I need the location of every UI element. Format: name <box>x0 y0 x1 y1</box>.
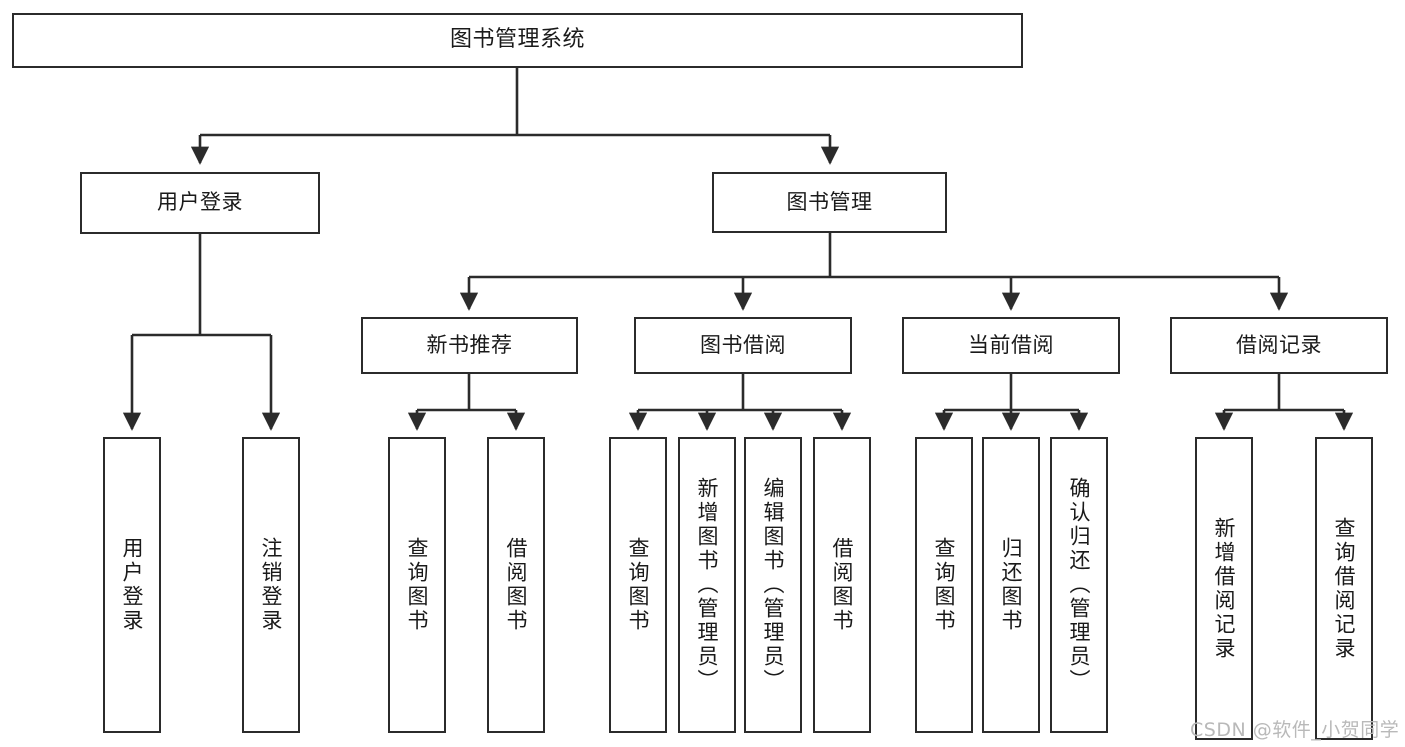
node-leaf-query-book-3[interactable]: 查询图书 <box>915 437 973 733</box>
node-book-borrow[interactable]: 图书借阅 <box>634 317 852 374</box>
node-current-borrow-label: 当前借阅 <box>968 332 1054 357</box>
node-leaf-confirm-return-label: 确认归还（管理员） <box>1067 477 1092 693</box>
node-leaf-edit-book-label: 编辑图书（管理员） <box>761 477 786 693</box>
node-leaf-borrow-book-1-label: 借阅图书 <box>504 537 529 633</box>
node-root[interactable]: 图书管理系统 <box>12 13 1023 68</box>
node-book-manage[interactable]: 图书管理 <box>712 172 947 233</box>
node-leaf-add-book-label: 新增图书（管理员） <box>695 477 720 693</box>
node-leaf-query-record[interactable]: 查询借阅记录 <box>1315 437 1373 740</box>
node-leaf-confirm-return[interactable]: 确认归还（管理员） <box>1050 437 1108 733</box>
node-leaf-user-login-label: 用户登录 <box>120 537 145 633</box>
node-leaf-borrow-book-1[interactable]: 借阅图书 <box>487 437 545 733</box>
node-user-login-label: 用户登录 <box>157 190 243 215</box>
node-leaf-query-book-2[interactable]: 查询图书 <box>609 437 667 733</box>
node-borrow-record-label: 借阅记录 <box>1236 332 1322 357</box>
node-leaf-query-book-1-label: 查询图书 <box>405 537 430 633</box>
node-leaf-return-book-label: 归还图书 <box>999 537 1024 633</box>
node-borrow-record[interactable]: 借阅记录 <box>1170 317 1388 374</box>
node-leaf-logout-label: 注销登录 <box>259 537 284 633</box>
node-leaf-query-book-2-label: 查询图书 <box>626 537 651 633</box>
node-leaf-add-book[interactable]: 新增图书（管理员） <box>678 437 736 733</box>
node-current-borrow[interactable]: 当前借阅 <box>902 317 1120 374</box>
node-book-manage-label: 图书管理 <box>786 189 873 214</box>
node-leaf-borrow-book-2-label: 借阅图书 <box>830 537 855 633</box>
node-leaf-return-book[interactable]: 归还图书 <box>982 437 1040 733</box>
node-leaf-query-book-3-label: 查询图书 <box>932 537 957 633</box>
node-leaf-query-book-1[interactable]: 查询图书 <box>388 437 446 733</box>
node-leaf-add-record[interactable]: 新增借阅记录 <box>1195 437 1253 740</box>
node-leaf-query-record-label: 查询借阅记录 <box>1332 516 1357 661</box>
node-root-label: 图书管理系统 <box>449 27 585 53</box>
node-new-book-recommend-label: 新书推荐 <box>426 332 513 357</box>
node-leaf-edit-book[interactable]: 编辑图书（管理员） <box>744 437 802 733</box>
watermark: CSDN @软件_小贺同学 <box>1190 719 1400 741</box>
node-new-book-recommend[interactable]: 新书推荐 <box>361 317 578 374</box>
node-leaf-borrow-book-2[interactable]: 借阅图书 <box>813 437 871 733</box>
node-leaf-logout[interactable]: 注销登录 <box>242 437 300 733</box>
node-book-borrow-label: 图书借阅 <box>700 332 786 357</box>
node-leaf-add-record-label: 新增借阅记录 <box>1212 516 1237 661</box>
node-user-login[interactable]: 用户登录 <box>80 172 320 234</box>
node-leaf-user-login[interactable]: 用户登录 <box>103 437 161 733</box>
